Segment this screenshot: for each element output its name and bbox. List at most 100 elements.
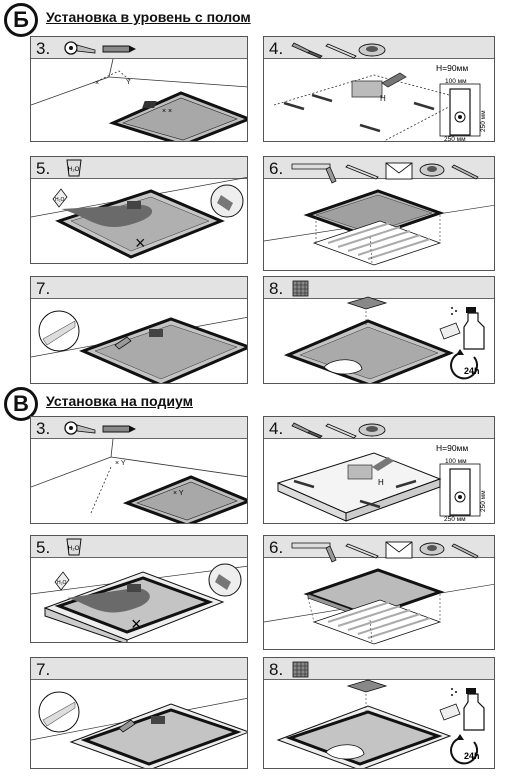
podium-tray-scene: × H₂O [31, 563, 247, 642]
svg-text:Y: Y [126, 79, 131, 86]
exploded-podium-tray [264, 568, 494, 645]
section-b-title: Установка в уровень с полом [46, 9, 251, 25]
panel-header [31, 536, 247, 558]
water-bucket-icon: H₂O [66, 159, 82, 177]
timer-24h-icon: 24h [450, 349, 480, 380]
spray-bottle-icon [451, 688, 485, 731]
floor-cutout: H [273, 72, 466, 141]
drain-height-label: H=90мм [436, 443, 468, 453]
grate-icon [292, 661, 309, 678]
step-number: 5. [36, 538, 51, 557]
drain-depth-label: 250 мм [480, 110, 487, 132]
svg-text:×: × [135, 233, 146, 253]
cleaning-scene [283, 296, 455, 383]
section-v-title: Установка на подиум [46, 393, 193, 409]
panel-v-step-5: 5. H₂O × H₂O [30, 535, 248, 643]
step-number: 3. [36, 419, 51, 438]
panel-header [264, 658, 494, 680]
svg-text:× ×: × × [162, 108, 172, 115]
drain-cross-section: H=90мм 100 мм 250 мм 250 мм [436, 63, 487, 142]
panel-b-step-3: 3. × Y × × [30, 36, 248, 142]
cure-time-label: 24h [464, 366, 480, 376]
pencil-icon [102, 45, 137, 53]
level-icon [345, 164, 379, 180]
panel-v-step-4: 4. H H=90мм 100 мм [263, 416, 495, 524]
step-number: 5. [36, 159, 51, 178]
panel-v-step-7: 7. [30, 657, 248, 769]
panel-header [31, 277, 247, 299]
level-icon [325, 43, 357, 59]
step-number: 7. [36, 279, 51, 298]
exploded-tray [264, 189, 494, 266]
drain-width-bottom-label: 250 мм [444, 136, 466, 142]
tape-measure-icon [64, 421, 96, 435]
bucket-label: H₂O [55, 197, 65, 203]
drain-icon [419, 163, 445, 177]
step-number: 6. [269, 159, 284, 178]
step-number: 8. [269, 660, 284, 679]
step-number: 4. [269, 39, 284, 58]
drain-width-top-label: 100 мм [445, 78, 467, 85]
panel-v-step-3: 3. × Y × Y [30, 416, 248, 524]
section-v-badge: В [4, 387, 38, 421]
podium-platform: H [276, 452, 442, 522]
sponge-icon [439, 703, 461, 721]
panel-header [31, 157, 247, 179]
knife-icon [451, 543, 479, 559]
panel-b-step-7: 7. [30, 276, 248, 384]
shower-tray: × × [108, 91, 247, 141]
svg-text:× Y: × Y [115, 460, 126, 467]
podium-sealing-scene [31, 691, 247, 768]
caulking-gun-icon [291, 163, 337, 184]
step-number: 6. [269, 538, 284, 557]
sheet-icon [385, 541, 413, 559]
bucket-label: H₂O [68, 546, 80, 552]
knife-icon [451, 164, 479, 180]
floor-scene: × Y [31, 438, 247, 514]
panel-b-step-8: 8. 24h [263, 276, 495, 384]
drain-width-bottom-label: 250 мм [444, 516, 466, 523]
panel-b-step-4: 4. H H=90мм 100 мм [263, 36, 495, 142]
spray-bottle-icon [451, 307, 485, 350]
cure-time-label: 24h [464, 751, 480, 761]
sealing-scene [31, 310, 247, 383]
sheet-icon [385, 162, 413, 180]
shower-tray: × Y [122, 475, 247, 523]
svg-text:×: × [95, 80, 99, 87]
chisel-icon [291, 422, 323, 439]
panel-header [31, 658, 247, 680]
panel-header [264, 277, 494, 299]
drain-icon [358, 43, 386, 57]
water-bucket-icon: H₂O [66, 538, 82, 556]
pencil-icon [102, 425, 137, 433]
drain-depth-label: 250 мм [480, 490, 487, 512]
svg-text:× Y: × Y [173, 490, 184, 497]
svg-text:×: × [131, 614, 142, 634]
level-icon [325, 423, 357, 439]
step-number: 8. [269, 279, 284, 298]
level-icon [345, 543, 379, 559]
podium-cleaning-scene [276, 679, 452, 768]
step-number: 7. [36, 660, 51, 679]
chisel-icon [291, 42, 323, 59]
tape-measure-icon [64, 41, 96, 55]
panel-header [31, 37, 247, 59]
drain-height-label: H=90мм [436, 63, 468, 73]
section-v-letter: В [13, 391, 29, 416]
panel-b-step-5: 5. H₂O × H₂O [30, 156, 248, 264]
grate-icon [292, 280, 309, 297]
floor-scene: × Y [31, 58, 247, 106]
panel-b-step-6: 6. [263, 156, 495, 271]
caulking-gun-icon [291, 542, 337, 563]
timer-24h-icon: 24h [450, 734, 480, 765]
sponge-icon [439, 322, 461, 340]
bucket-label: H₂O [68, 167, 80, 173]
panel-v-step-6: 6. [263, 535, 495, 650]
dim-letter: H [380, 94, 386, 103]
drain-icon [419, 542, 445, 556]
panel-header [31, 417, 247, 439]
dim-letter: H [378, 478, 384, 487]
tray-scene: × H₂O [31, 177, 247, 259]
panel-v-step-8: 8. 24h [263, 657, 495, 769]
section-b-badge: Б [4, 3, 38, 37]
